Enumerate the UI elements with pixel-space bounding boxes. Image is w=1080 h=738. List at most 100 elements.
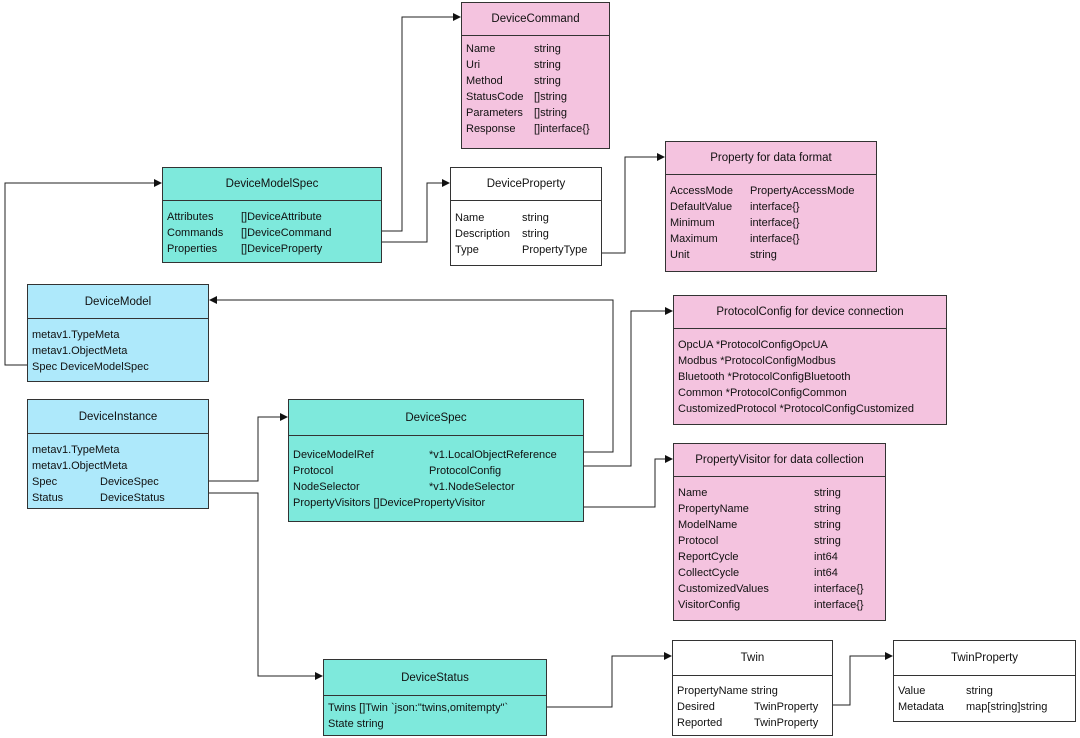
device-status-title: DeviceStatus [324,660,546,696]
field-type: string [534,59,561,71]
field-row: Attributes[]DeviceAttribute [167,209,377,225]
property-visitor-title: PropertyVisitor for data collection [674,444,885,477]
field-name: Name [678,487,708,499]
connector-modelspec-to-property [382,179,450,243]
field-row: Desired TwinProperty [677,699,828,715]
field-name: Uri [466,59,481,71]
field-type: TwinProperty [754,701,819,713]
field-name: Spec [32,476,58,488]
field-name: Description [455,228,511,240]
text-line: Spec DeviceModelSpec [32,361,149,373]
field-type: interface{} [750,233,800,245]
twin-title: Twin [673,641,832,676]
field-name: Status [32,492,64,504]
field-name: Unit [670,249,690,261]
text-line: metav1.TypeMeta [32,329,120,341]
protocol-config-box: ProtocolConfig for device connection Opc… [673,295,947,425]
connector-instance-to-spec [209,413,288,482]
field-row: Commands[]DeviceCommand [167,225,377,241]
device-model-spec-box: DeviceModelSpec Attributes[]DeviceAttrib… [162,167,382,263]
field-name: CollectCycle [678,567,740,579]
field-type: string [534,43,561,55]
field-name: ModelName [678,519,738,531]
field-name: Value [898,685,926,697]
field-name: Commands [167,227,224,239]
field-row: NodeSelector *v1.NodeSelector [293,479,579,495]
connector-spec-to-protocol [584,307,673,467]
field-type: PropertyAccessMode [750,185,855,197]
device-model-spec-title: DeviceModelSpec [163,168,381,201]
field-type: []interface{} [534,123,590,135]
field-type: []string [534,107,568,119]
field-type: TwinProperty [754,717,819,729]
field-row: Unit string [670,247,872,263]
device-status-lines: Twins []Twin `json:"twins,omitempty"`Sta… [324,696,546,732]
field-row: Status DeviceStatus [32,490,204,506]
field-type: string [966,685,993,697]
field-name: Minimum [670,217,715,229]
property-visitor-box: PropertyVisitor for data collection Name… [673,443,886,621]
field-type: *v1.LocalObjectReference [429,449,557,461]
field-name: ReportCycle [678,551,739,563]
device-model-title: DeviceModel [28,285,208,319]
field-row: CollectCycle int64 [678,565,881,581]
field-type: interface{} [814,599,864,611]
text-line: Common *ProtocolConfigCommon [678,387,847,399]
device-command-title: DeviceCommand [462,3,609,36]
field-row: Response[]interface{} [466,121,605,137]
field-name: Desired [677,701,715,713]
field-name: Metadata [898,701,944,713]
field-type: *v1.NodeSelector [429,481,515,493]
field-type: string [534,75,561,87]
device-spec-box: DeviceSpec DeviceModelRef*v1.LocalObject… [288,399,584,522]
field-type: string [814,519,841,531]
property-format-title: Property for data format [666,142,876,175]
text-line: PropertyName string [677,685,778,697]
field-type: string [814,535,841,547]
field-row: ModelName string [678,517,881,533]
protocol-config-title: ProtocolConfig for device connection [674,296,946,329]
text-line: Bluetooth *ProtocolConfigBluetooth [678,371,851,383]
field-type: string [750,249,777,261]
field-name: CustomizedValues [678,583,769,595]
field-name: Protocol [678,535,719,547]
field-name: StatusCode [466,91,524,103]
field-type: DeviceStatus [100,492,165,504]
field-type: int64 [814,567,838,579]
text-line: CustomizedProtocol *ProtocolConfigCustom… [678,403,914,415]
field-name: Reported [677,717,723,729]
field-name: Properties [167,243,218,255]
field-type: interface{} [750,201,800,213]
field-row: Properties[]DeviceProperty [167,241,377,257]
text-line: State string [328,718,384,730]
field-type: []string [534,91,568,103]
twin-lines: PropertyName string [677,683,828,699]
device-spec-lines: PropertyVisitors []DevicePropertyVisitor [293,495,579,511]
field-name: NodeSelector [293,481,360,493]
